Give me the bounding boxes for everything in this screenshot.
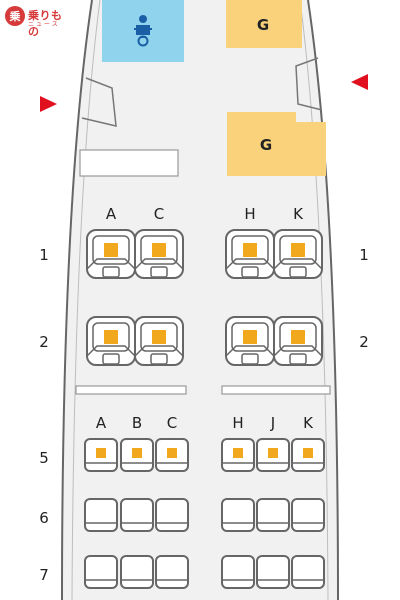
seat-7j[interactable] bbox=[256, 555, 290, 589]
seat-5b[interactable] bbox=[120, 438, 154, 472]
logo-text: 乗りもの bbox=[28, 9, 63, 38]
row-label-7: 7 bbox=[39, 566, 49, 584]
galley-front-label: G bbox=[257, 16, 269, 34]
seat-6j[interactable] bbox=[256, 498, 290, 532]
seat-6b[interactable] bbox=[120, 498, 154, 532]
seat-7h[interactable] bbox=[221, 555, 255, 589]
svg-text:乗: 乗 bbox=[10, 9, 21, 23]
cabin-divider-left bbox=[75, 385, 187, 395]
exit-arrow-left-icon bbox=[40, 96, 57, 112]
baby-changing-icon bbox=[134, 15, 152, 47]
seat-7c[interactable] bbox=[155, 555, 189, 589]
seat-6h[interactable] bbox=[221, 498, 255, 532]
galley-rear-label: G bbox=[260, 136, 272, 154]
seat-2c[interactable] bbox=[134, 316, 184, 366]
column-label-c-rear: C bbox=[167, 414, 177, 432]
row-label-6: 6 bbox=[39, 509, 49, 527]
logo: 乗 乗りもの ニュース bbox=[4, 3, 68, 38]
seat-5k[interactable] bbox=[291, 438, 325, 472]
seat-5a[interactable] bbox=[84, 438, 118, 472]
row-label-left-1: 1 bbox=[39, 246, 49, 264]
seat-1c[interactable] bbox=[134, 229, 184, 279]
seat-5h[interactable] bbox=[221, 438, 255, 472]
column-label-b-rear: B bbox=[132, 414, 142, 432]
column-label-k: K bbox=[293, 205, 304, 223]
exit-arrow-right-icon bbox=[351, 74, 368, 90]
right-door bbox=[295, 57, 323, 111]
cabin-divider-right bbox=[221, 385, 331, 395]
row-label-5: 5 bbox=[39, 449, 49, 467]
column-label-j-rear: J bbox=[270, 414, 275, 432]
column-label-a: A bbox=[106, 205, 117, 223]
seat-2a[interactable] bbox=[86, 316, 136, 366]
left-door bbox=[81, 77, 117, 127]
seat-7k[interactable] bbox=[291, 555, 325, 589]
seat-6k[interactable] bbox=[291, 498, 325, 532]
column-label-a-rear: A bbox=[96, 414, 107, 432]
seat-7b[interactable] bbox=[120, 555, 154, 589]
seat-5j[interactable] bbox=[256, 438, 290, 472]
row-label-left-2: 2 bbox=[39, 333, 49, 351]
seat-1h[interactable] bbox=[225, 229, 275, 279]
row-label-right-1: 1 bbox=[359, 246, 369, 264]
seat-1a[interactable] bbox=[86, 229, 136, 279]
galley-front bbox=[226, 0, 302, 48]
seat-2k[interactable] bbox=[273, 316, 323, 366]
logo-subtext: ニュース bbox=[28, 21, 60, 28]
logo-mark-icon: 乗 bbox=[5, 6, 25, 26]
seat-2h[interactable] bbox=[225, 316, 275, 366]
seat-7a[interactable] bbox=[84, 555, 118, 589]
fuselage-left-inner bbox=[71, 0, 101, 600]
bulkhead bbox=[79, 149, 179, 177]
column-label-h-rear: H bbox=[232, 414, 243, 432]
seat-5c[interactable] bbox=[155, 438, 189, 472]
seat-1k[interactable] bbox=[273, 229, 323, 279]
column-label-h: H bbox=[244, 205, 255, 223]
column-label-c: C bbox=[154, 205, 164, 223]
seat-6c[interactable] bbox=[155, 498, 189, 532]
row-label-right-2: 2 bbox=[359, 333, 369, 351]
seat-6a[interactable] bbox=[84, 498, 118, 532]
seats bbox=[84, 229, 325, 589]
fuselage-left-wall bbox=[61, 0, 93, 600]
column-label-k-rear: K bbox=[303, 414, 314, 432]
fuselage-right-wall bbox=[307, 0, 339, 600]
galley-rear bbox=[227, 112, 326, 176]
